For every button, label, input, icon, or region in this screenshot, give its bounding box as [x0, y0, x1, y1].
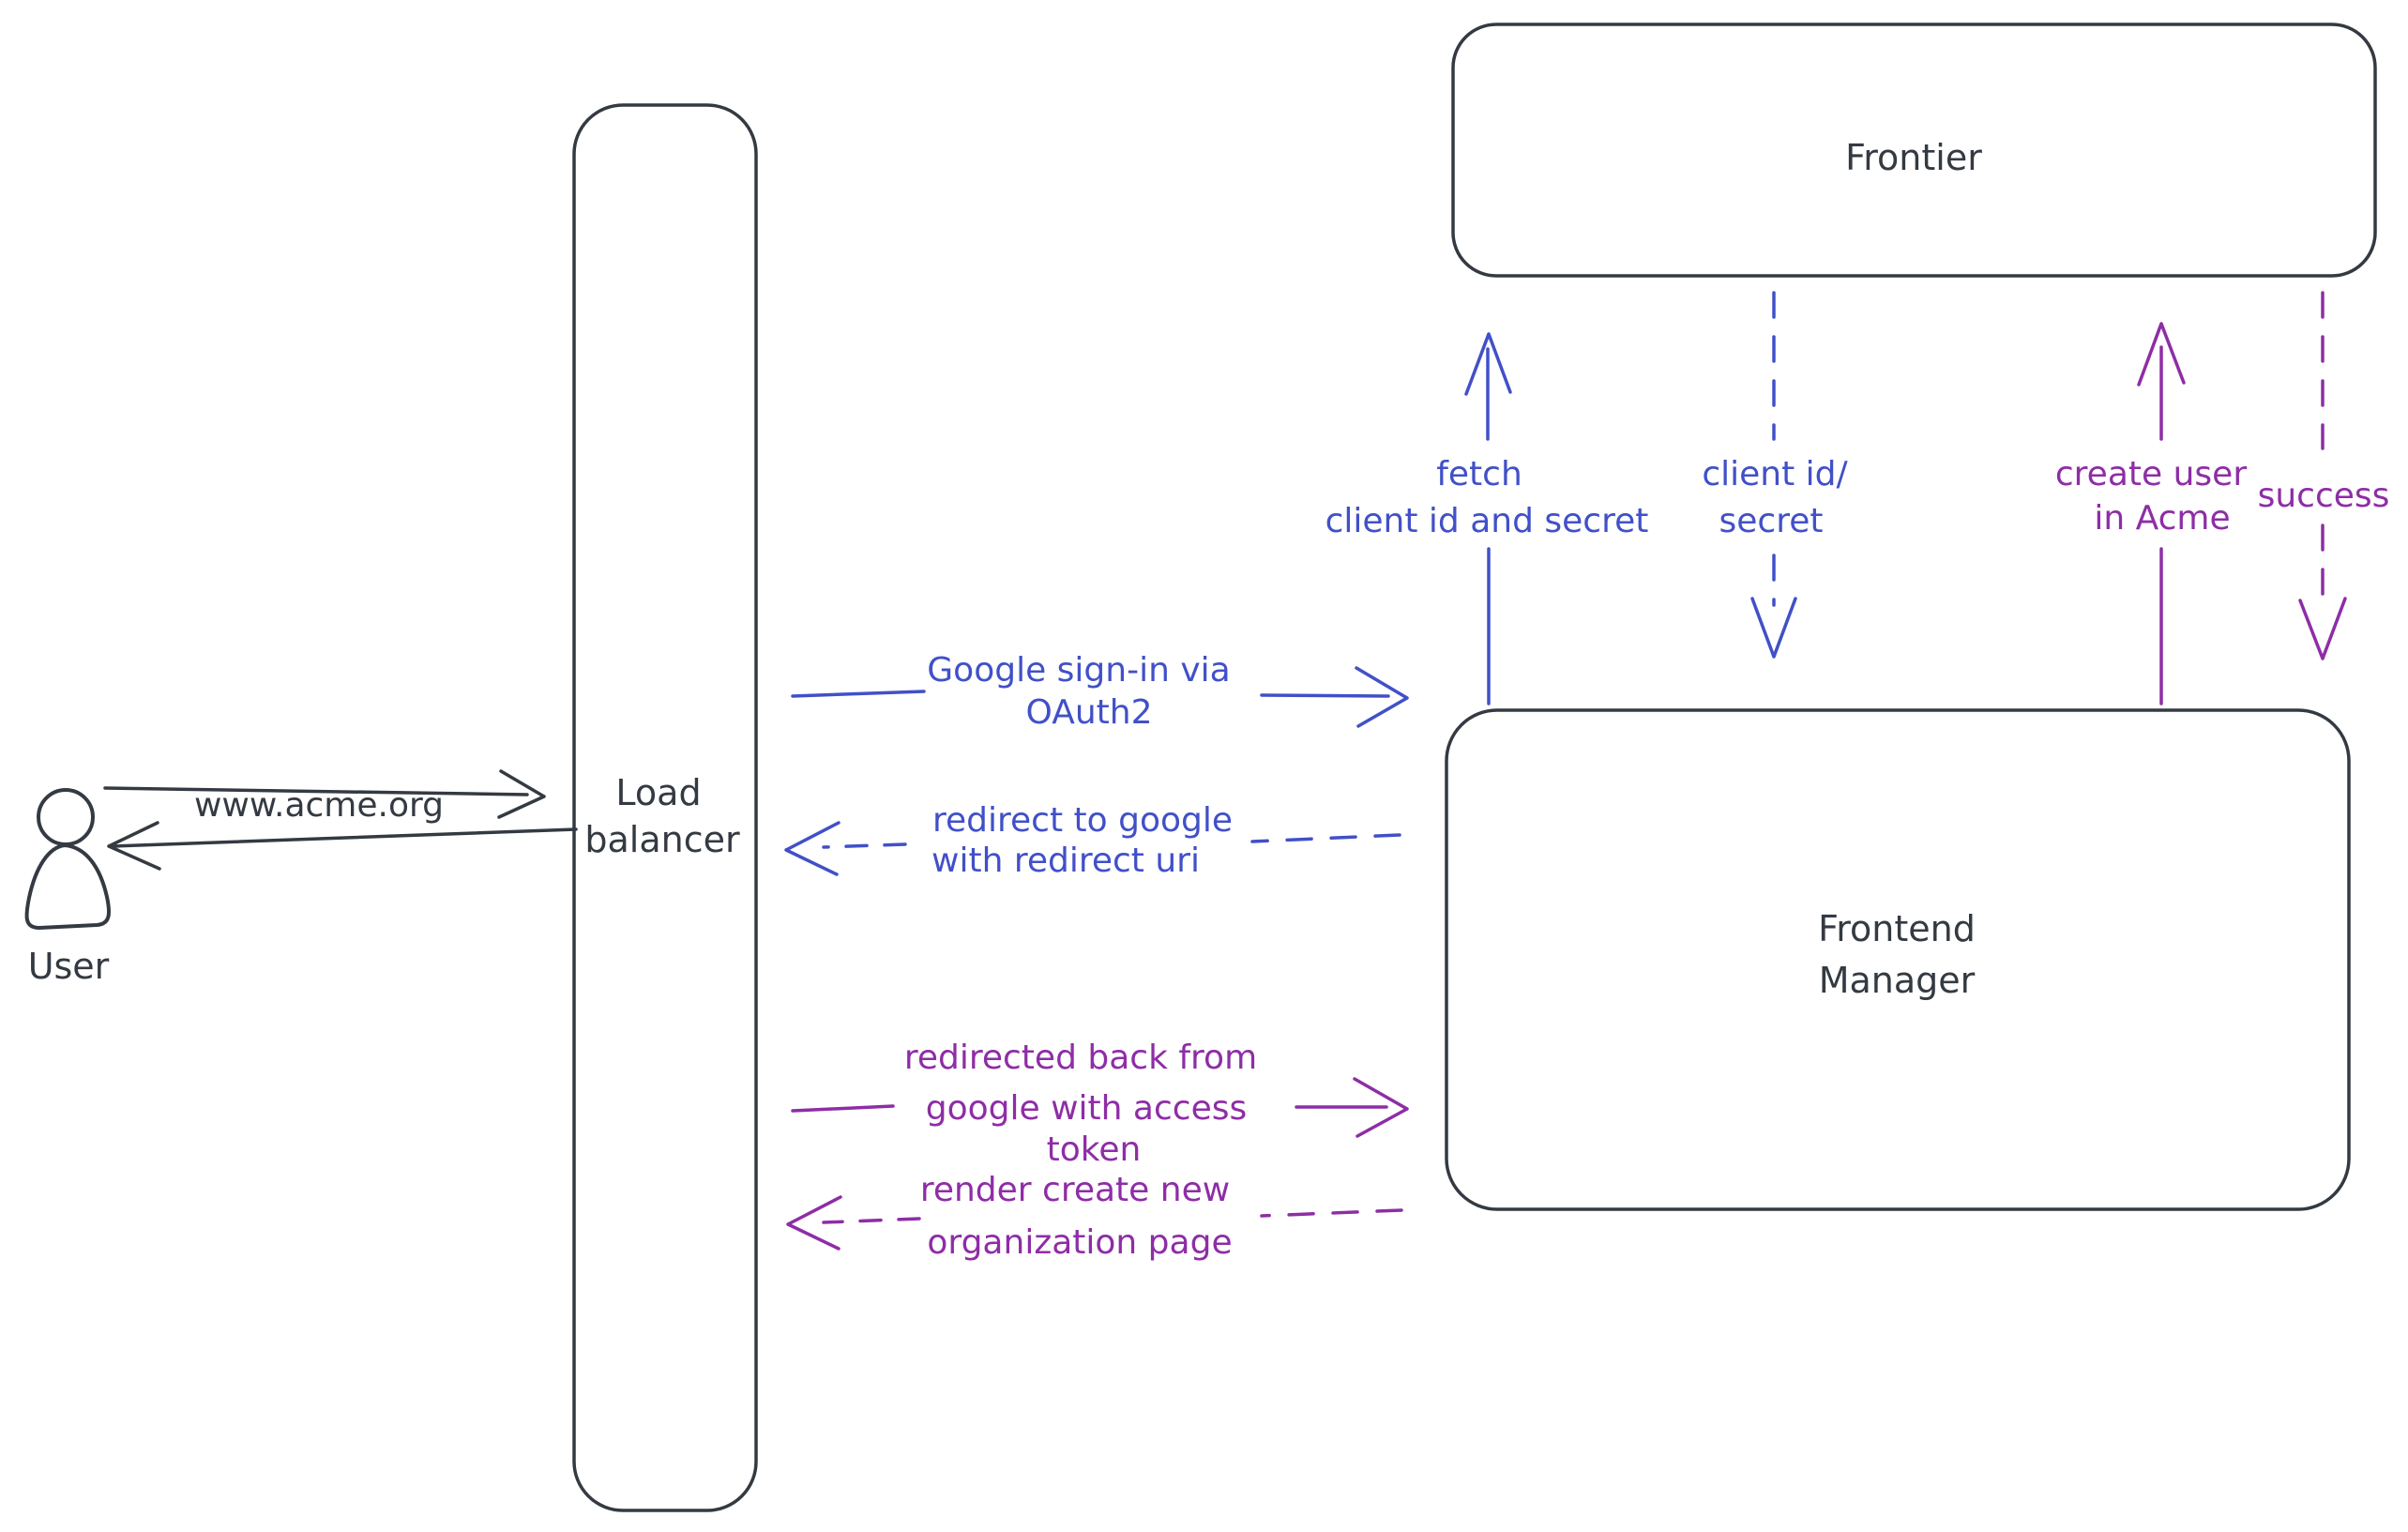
arrow-shaft-left	[822, 1217, 921, 1224]
render-org-label-line2: organization page	[927, 1223, 1232, 1262]
arrowhead-up-icon	[1464, 332, 1512, 396]
redirect-google-label-line2: with redirect uri	[931, 842, 1200, 880]
user-icon[interactable]	[24, 788, 111, 930]
user-body	[24, 843, 111, 930]
arrow-client-id-secret[interactable]	[1750, 291, 1797, 659]
frontier-node[interactable]	[1451, 23, 2377, 278]
frontend-manager-label-line2: Manager	[1819, 960, 1976, 1001]
arrow-redirected-back[interactable]	[791, 1077, 1409, 1138]
load-balancer-label-line1: Load	[615, 772, 701, 813]
client-id-secret-label-line2: secret	[1719, 502, 1824, 540]
google-signin-label-line1: Google sign-in via	[927, 651, 1230, 690]
load-balancer-box[interactable]	[572, 103, 758, 1512]
arrow-shaft-left	[822, 842, 907, 849]
frontend-manager-node[interactable]	[1445, 708, 2351, 1211]
frontend-manager-label-line1: Frontend	[1818, 908, 1976, 949]
arrow-loadbalancer-to-user[interactable]	[107, 821, 578, 871]
arrow-shaft-right	[1260, 1208, 1403, 1218]
frontier-box[interactable]	[1451, 23, 2377, 278]
arrowhead-right-icon	[1355, 666, 1409, 728]
arrowhead-left-icon	[107, 821, 161, 871]
arrow-fetch-secret[interactable]	[1464, 332, 1512, 705]
load-balancer-node[interactable]	[572, 103, 758, 1512]
arrow-shaft-left	[791, 1104, 895, 1113]
success-label: success	[2258, 477, 2390, 515]
load-balancer-label-line2: balancer	[584, 819, 740, 860]
create-user-label-line2: in Acme	[2094, 499, 2230, 538]
fetch-secret-label-line1: fetch	[1436, 455, 1522, 493]
redirected-back-label-line3: token	[1047, 1130, 1142, 1169]
arrow-user-to-loadbalancer[interactable]	[103, 769, 546, 819]
frontier-label: Frontier	[1845, 137, 1982, 178]
fetch-secret-label-line2: client id and secret	[1325, 502, 1649, 540]
arrowhead-left-icon	[784, 821, 841, 876]
arrowhead-right-icon	[497, 769, 546, 819]
frontend-manager-box[interactable]	[1445, 708, 2351, 1211]
arrow-create-user[interactable]	[2137, 322, 2186, 705]
client-id-secret-label-line1: client id/	[1702, 455, 1848, 493]
arrowhead-up-icon	[2137, 322, 2186, 387]
arrowhead-down-icon	[1750, 597, 1797, 659]
redirected-back-label-line2: google with access	[926, 1089, 1247, 1128]
arrow-shaft-right	[1250, 833, 1401, 843]
arrow-google-signin[interactable]	[791, 666, 1409, 728]
arrow-render-org-page[interactable]	[786, 1195, 1403, 1251]
google-signin-label-line2: OAuth2	[1026, 693, 1153, 732]
render-org-label-line1: render create new	[920, 1171, 1230, 1209]
create-user-label-line1: create user	[2055, 455, 2247, 493]
www-acme-label: www.acme.org	[194, 786, 444, 825]
arrowhead-left-icon	[786, 1195, 842, 1251]
arrow-shaft-left	[791, 690, 926, 698]
user-label: User	[28, 946, 110, 987]
arrow-redirect-google[interactable]	[784, 821, 1401, 876]
arrowhead-right-icon	[1353, 1077, 1409, 1138]
redirected-back-label-line1: redirected back from	[904, 1039, 1257, 1077]
arrow-success[interactable]	[2298, 291, 2347, 660]
redirect-google-label-line1: redirect to google	[932, 801, 1233, 840]
arrow-shaft	[111, 827, 578, 848]
arrowhead-down-icon	[2298, 597, 2347, 660]
user-head	[37, 788, 95, 846]
arrow-shaft-right	[1260, 693, 1390, 698]
arrow-shaft	[103, 786, 529, 796]
